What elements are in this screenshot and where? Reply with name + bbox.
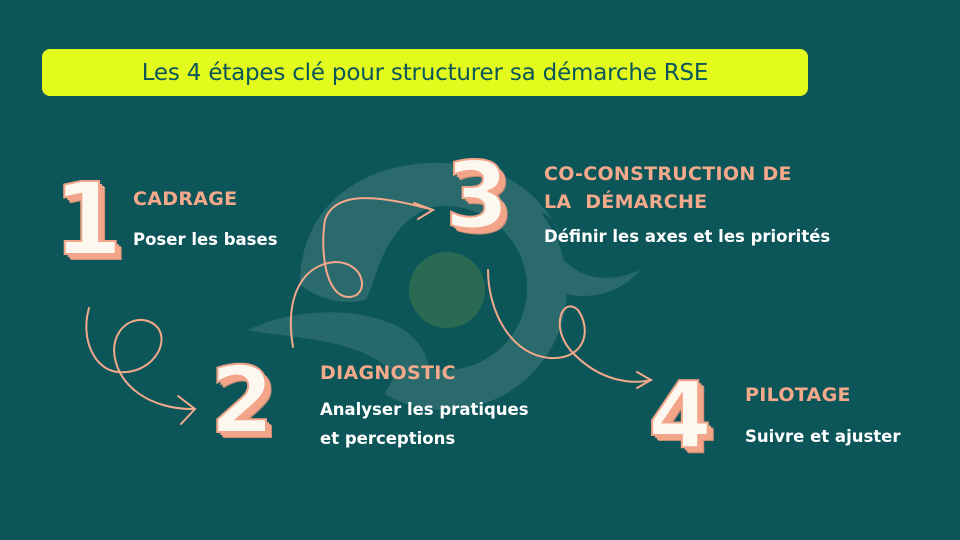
arrow-1-to-2 [85, 307, 197, 425]
step-number-4: 4 [647, 362, 713, 469]
step-desc-diagnostic-line2: et perceptions [320, 429, 456, 448]
step-desc-pilotage: Suivre et ajuster [745, 427, 901, 446]
step-number-1: 1 [52, 161, 124, 278]
step-title-pilotage: PILOTAGE [745, 384, 851, 406]
step-number-2: 2 [209, 347, 275, 454]
step-number-3: 3 [444, 142, 510, 249]
step-desc-coconstruction: Définir les axes et les priorités [544, 227, 831, 246]
step-title-coconstruction-line2: LA DÉMARCHE [544, 191, 708, 213]
step-desc-diagnostic-line1: Analyser les pratiques [320, 400, 529, 419]
arrow-3-to-4 [487, 269, 654, 389]
step-desc-cadrage: Poser les bases [133, 230, 278, 249]
step-title-diagnostic: DIAGNOSTIC [320, 362, 456, 384]
page-title: Les 4 étapes clé pour structurer sa déma… [141, 59, 709, 86]
title-banner: Les 4 étapes clé pour structurer sa déma… [42, 49, 808, 96]
arrow-2-to-3 [289, 197, 436, 348]
step-title-coconstruction-line1: CO-CONSTRUCTION DE [544, 163, 792, 185]
step-title-cadrage: CADRAGE [133, 188, 238, 210]
logo-center-dot [409, 252, 485, 328]
